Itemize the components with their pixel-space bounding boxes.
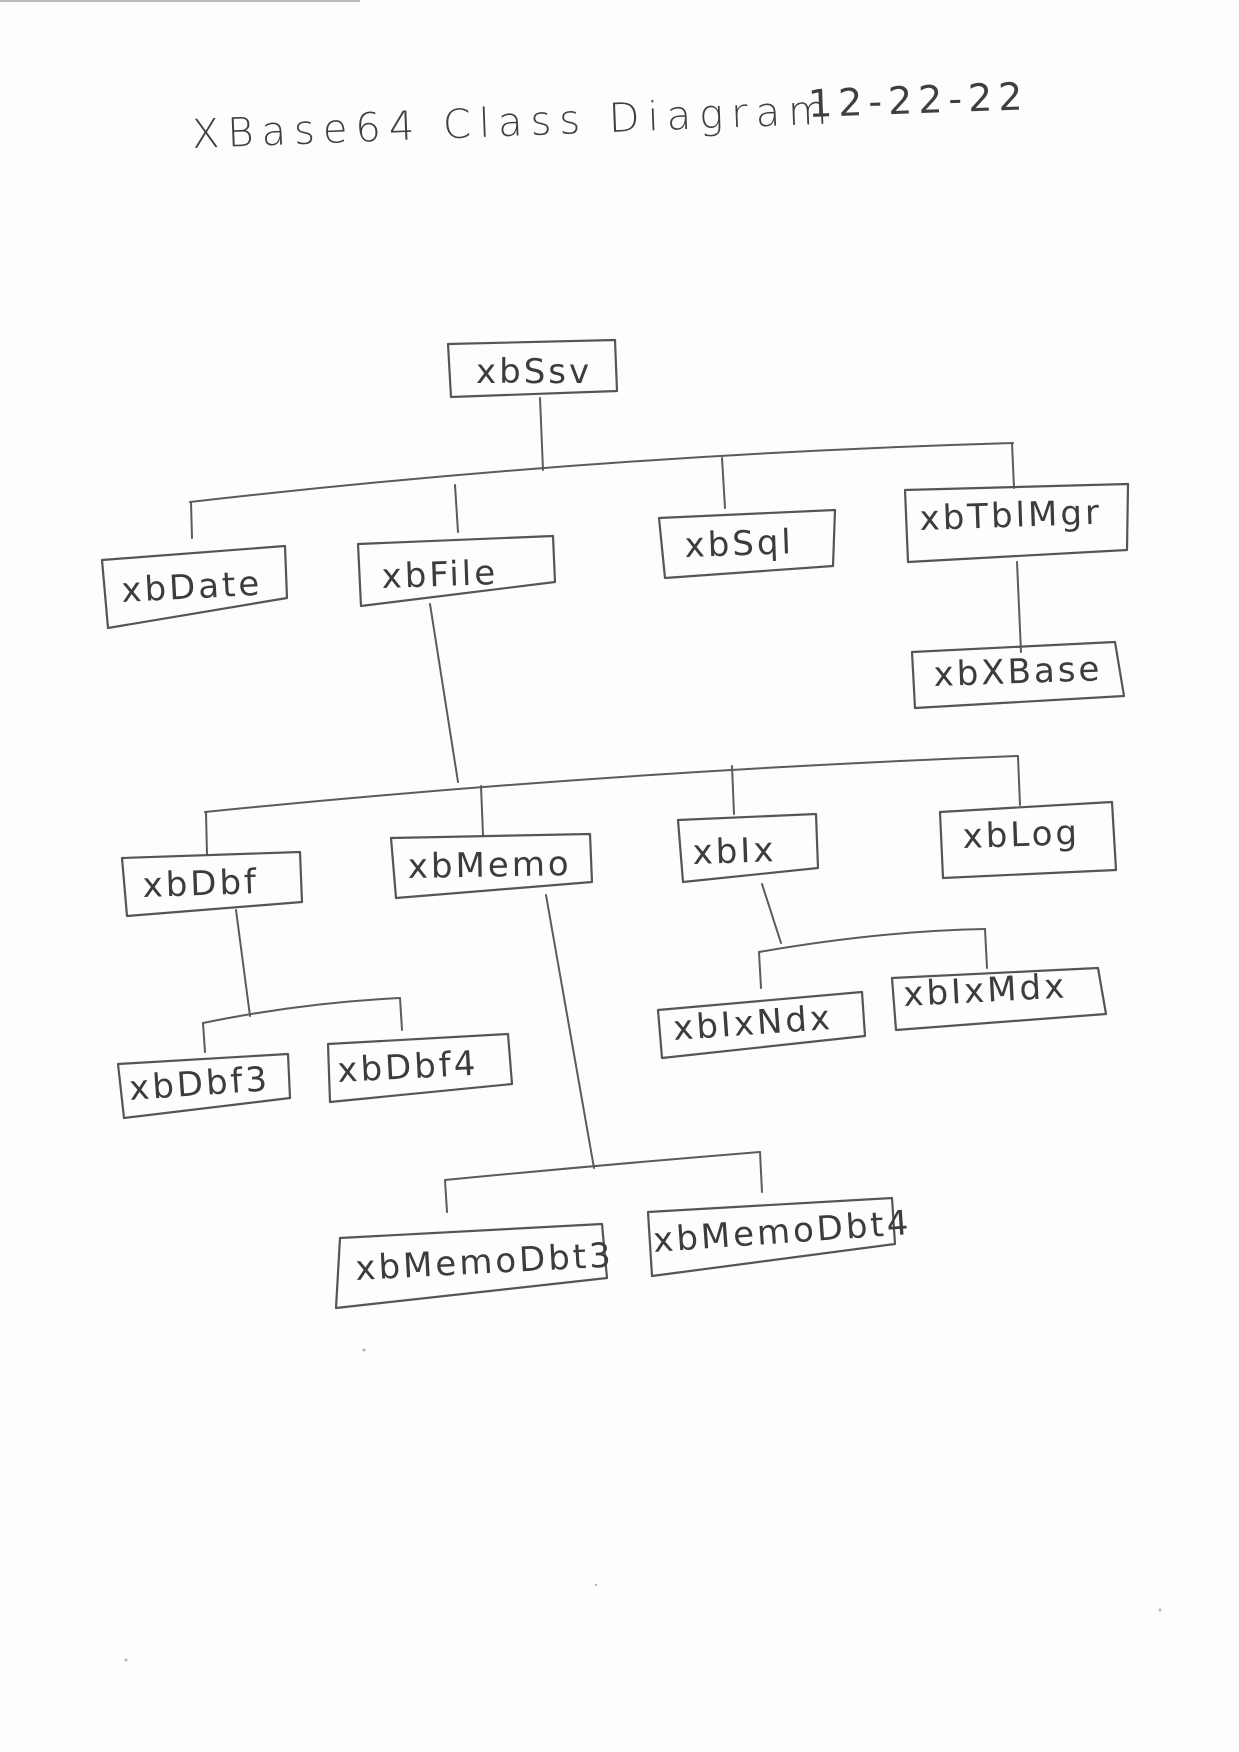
class-box-xbLog: xbLog xyxy=(938,800,1118,880)
class-name: xbMemoDbt4 xyxy=(652,1203,913,1261)
edge-to-xbIx xyxy=(731,765,735,815)
box-outline xyxy=(389,832,594,900)
class-name: xbFile xyxy=(381,553,499,597)
class-box-xbSql: xbSql xyxy=(657,508,837,580)
edge-ix-bar xyxy=(758,928,986,953)
class-name: xbDbf3 xyxy=(128,1059,272,1109)
class-name: xbTblMgr xyxy=(919,493,1103,539)
speck xyxy=(124,1658,128,1662)
class-name: xbIx xyxy=(692,830,777,873)
box-outline xyxy=(116,1052,292,1120)
edge-to-xbFile xyxy=(454,484,459,533)
class-name: xbSql xyxy=(684,522,795,566)
class-box-xbIxNdx: xbIxNdx xyxy=(656,990,867,1060)
class-box-xbDbf4: xbDbf4 xyxy=(326,1032,514,1104)
class-name: xbDate xyxy=(120,564,263,611)
class-box-xbFile: xbFile xyxy=(356,534,557,608)
edge-to-xbMemo xyxy=(480,785,484,836)
box-outline xyxy=(100,544,289,630)
edge-xbFile-down xyxy=(429,603,459,783)
class-name: xbXBase xyxy=(933,649,1103,695)
edge-to-xbIxNdx xyxy=(758,951,762,989)
box-outline xyxy=(646,1196,897,1278)
edge-level1-bar xyxy=(189,442,1014,503)
class-box-xbDbf: xbDbf xyxy=(120,850,304,918)
scan-edge xyxy=(0,0,360,2)
edge-to-xbDbf4 xyxy=(399,997,403,1031)
class-box-xbIx: xbIx xyxy=(676,812,820,884)
class-name: xbDbf xyxy=(142,862,260,906)
edge-to-xbTblMgr xyxy=(1011,442,1015,489)
box-outline xyxy=(120,850,304,918)
connectors xyxy=(189,397,1022,1213)
class-name: xbLog xyxy=(962,813,1081,857)
class-box-xbMemo: xbMemo xyxy=(389,832,594,900)
edge-to-xbDbf3 xyxy=(202,1022,206,1053)
class-box-xbIxMdx: xbIxMdx xyxy=(890,966,1108,1032)
class-name: xbSsv xyxy=(476,352,592,392)
box-outline xyxy=(657,508,837,580)
box-outline xyxy=(890,966,1108,1032)
class-name: xbIxMdx xyxy=(902,966,1068,1015)
class-box-xbSsv: xbSsv xyxy=(446,338,619,399)
edge-xbDbf-down xyxy=(235,909,251,1017)
edge-to-xbDbf xyxy=(205,811,208,856)
edge-xbTblMgr-xbXBase xyxy=(1016,561,1022,653)
speck xyxy=(594,1583,598,1587)
edge-memo-bar xyxy=(444,1151,761,1181)
box-outline xyxy=(676,812,820,884)
edge-to-xbMemoDbt3 xyxy=(444,1179,448,1213)
edge-to-xbLog xyxy=(1017,756,1021,806)
speck xyxy=(1158,1608,1162,1612)
scan-specks xyxy=(124,1348,1162,1662)
class-box-xbMemoDbt4: xbMemoDbt4 xyxy=(646,1196,913,1278)
edge-to-xbDate xyxy=(190,501,193,539)
box-outline xyxy=(334,1222,609,1310)
class-box-xbTblMgr: xbTblMgr xyxy=(903,482,1130,564)
class-box-xbXBase: xbXBase xyxy=(910,640,1126,710)
edge-to-xbSql xyxy=(721,457,726,509)
edge-to-xbIxMdx xyxy=(984,928,988,969)
edge-xbSsv-down xyxy=(539,397,544,471)
class-box-xbDbf3: xbDbf3 xyxy=(116,1052,292,1120)
box-outline xyxy=(910,640,1126,710)
speck xyxy=(362,1348,366,1352)
box-outline xyxy=(938,800,1118,880)
edge-to-xbMemoDbt4 xyxy=(759,1151,763,1193)
class-name: xbMemo xyxy=(407,844,572,887)
edge-xbMemo-down xyxy=(545,894,595,1169)
box-outline xyxy=(446,338,619,399)
edge-level2-bar xyxy=(204,755,1019,813)
box-outline xyxy=(903,482,1130,564)
edge-dbf-bar xyxy=(202,997,401,1024)
class-box-xbMemoDbt3: xbMemoDbt3 xyxy=(334,1222,615,1310)
box-outline xyxy=(656,990,867,1060)
class-box-xbDate: xbDate xyxy=(100,544,289,630)
edge-xbIx-down xyxy=(761,883,782,944)
class-name: xbDbf4 xyxy=(336,1044,479,1091)
box-outline xyxy=(326,1032,514,1104)
box-outline xyxy=(356,534,557,608)
